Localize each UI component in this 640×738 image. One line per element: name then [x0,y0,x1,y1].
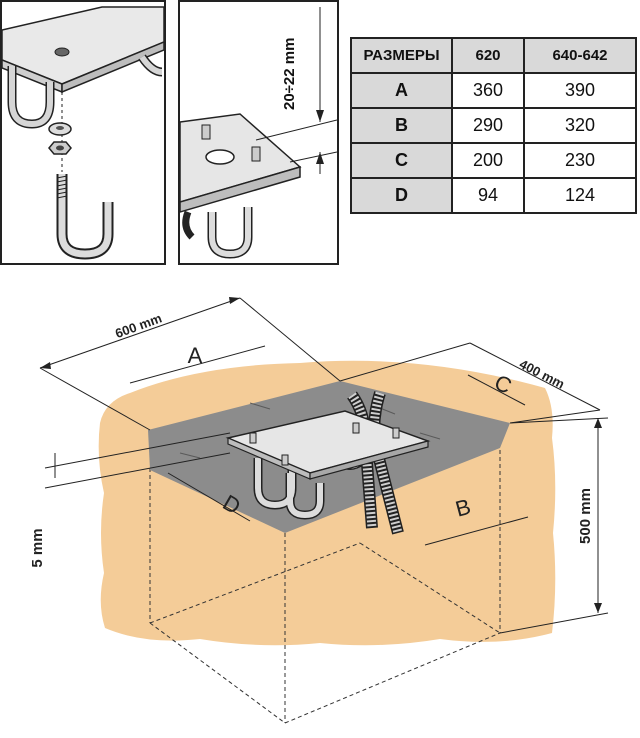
dimensions-table: РАЗМЕРЫ 620 640-642 A 360 390 B 290 320 … [350,37,637,214]
offset-dimension-label: 5 mm [29,528,46,567]
table-header-cell: РАЗМЕРЫ [350,37,453,74]
bolt-assembly-drawing [2,6,164,260]
thread-gap-label: 20÷22 mm [281,37,298,110]
foundation-pit-drawing: 600 mm 400 mm 500 mm 5 mm A C B D [29,297,609,724]
table-header-cell: 620 [451,37,525,74]
table-row-label: D [350,177,453,214]
table-header-cell: 640-642 [523,37,637,74]
height-dimension-label: 500 mm [577,488,594,544]
bolt-assembly-panel [0,0,166,265]
thread-gap-panel: 20÷22 mm [178,0,339,265]
table-cell: 200 [451,142,525,179]
table-row: B 290 320 [350,107,637,144]
table-cell: 290 [451,107,525,144]
thread-gap-drawing [180,7,337,259]
table-row-label: B [350,107,453,144]
table-cell: 390 [523,72,637,109]
table-cell: 230 [523,142,637,179]
table-cell: 124 [523,177,637,214]
table-row: D 94 124 [350,177,637,214]
table-cell: 360 [451,72,525,109]
table-row-label: C [350,142,453,179]
table-cell: 320 [523,107,637,144]
table-header-row: РАЗМЕРЫ 620 640-642 [350,37,637,74]
dimension-b-label: B [453,494,474,522]
table-row: C 200 230 [350,142,637,179]
table-row-label: A [350,72,453,109]
dimension-a-label: A [188,343,203,368]
table-cell: 94 [451,177,525,214]
table-row: A 360 390 [350,72,637,109]
width-dimension-label: 600 mm [113,310,164,341]
